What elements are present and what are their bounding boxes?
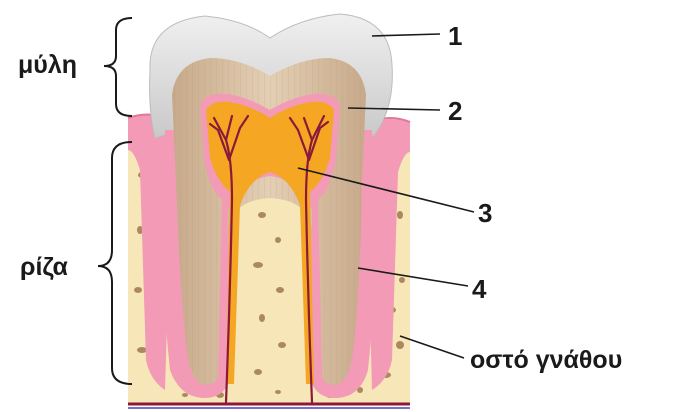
root-bracket — [98, 142, 132, 384]
callout-2: 2 — [448, 96, 462, 126]
callout-jaw-bone: οστό γνάθου — [470, 346, 622, 374]
crown-label: μύλη — [18, 51, 77, 79]
callout-1: 1 — [448, 21, 462, 51]
crown-bracket — [104, 18, 132, 116]
callout-4: 4 — [472, 274, 487, 304]
callout-3: 3 — [478, 198, 492, 228]
root-label: ρίζα — [20, 253, 69, 281]
